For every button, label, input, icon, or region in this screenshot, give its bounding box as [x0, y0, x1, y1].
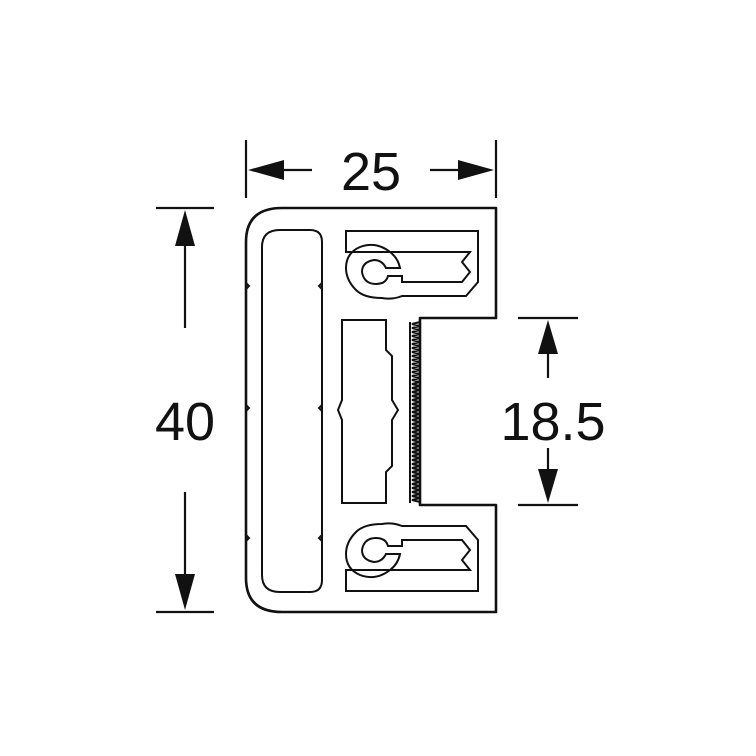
width-arrow-right [458, 160, 494, 180]
left-cavity [261, 229, 323, 593]
upper-clip-channel [344, 230, 479, 300]
height-arrow-bottom [175, 574, 195, 610]
profile-outline [244, 206, 498, 614]
profile-section [244, 206, 498, 614]
height-arrow-top [175, 210, 195, 246]
opening-arrow-bottom [538, 469, 558, 503]
opening-value: 18.5 [500, 392, 605, 452]
width-value: 25 [341, 142, 401, 202]
height-dimension: 40 [155, 206, 215, 614]
left-cavity-notches [245, 282, 323, 542]
opening-dimension: 18.5 [500, 316, 606, 507]
lower-clip-channel [344, 522, 479, 592]
height-value: 40 [155, 392, 215, 452]
width-arrow-left [248, 160, 284, 180]
opening-arrow-top [538, 320, 558, 354]
center-slot [336, 319, 400, 504]
serrated-edge [411, 321, 421, 503]
width-dimension: 25 [244, 140, 498, 202]
